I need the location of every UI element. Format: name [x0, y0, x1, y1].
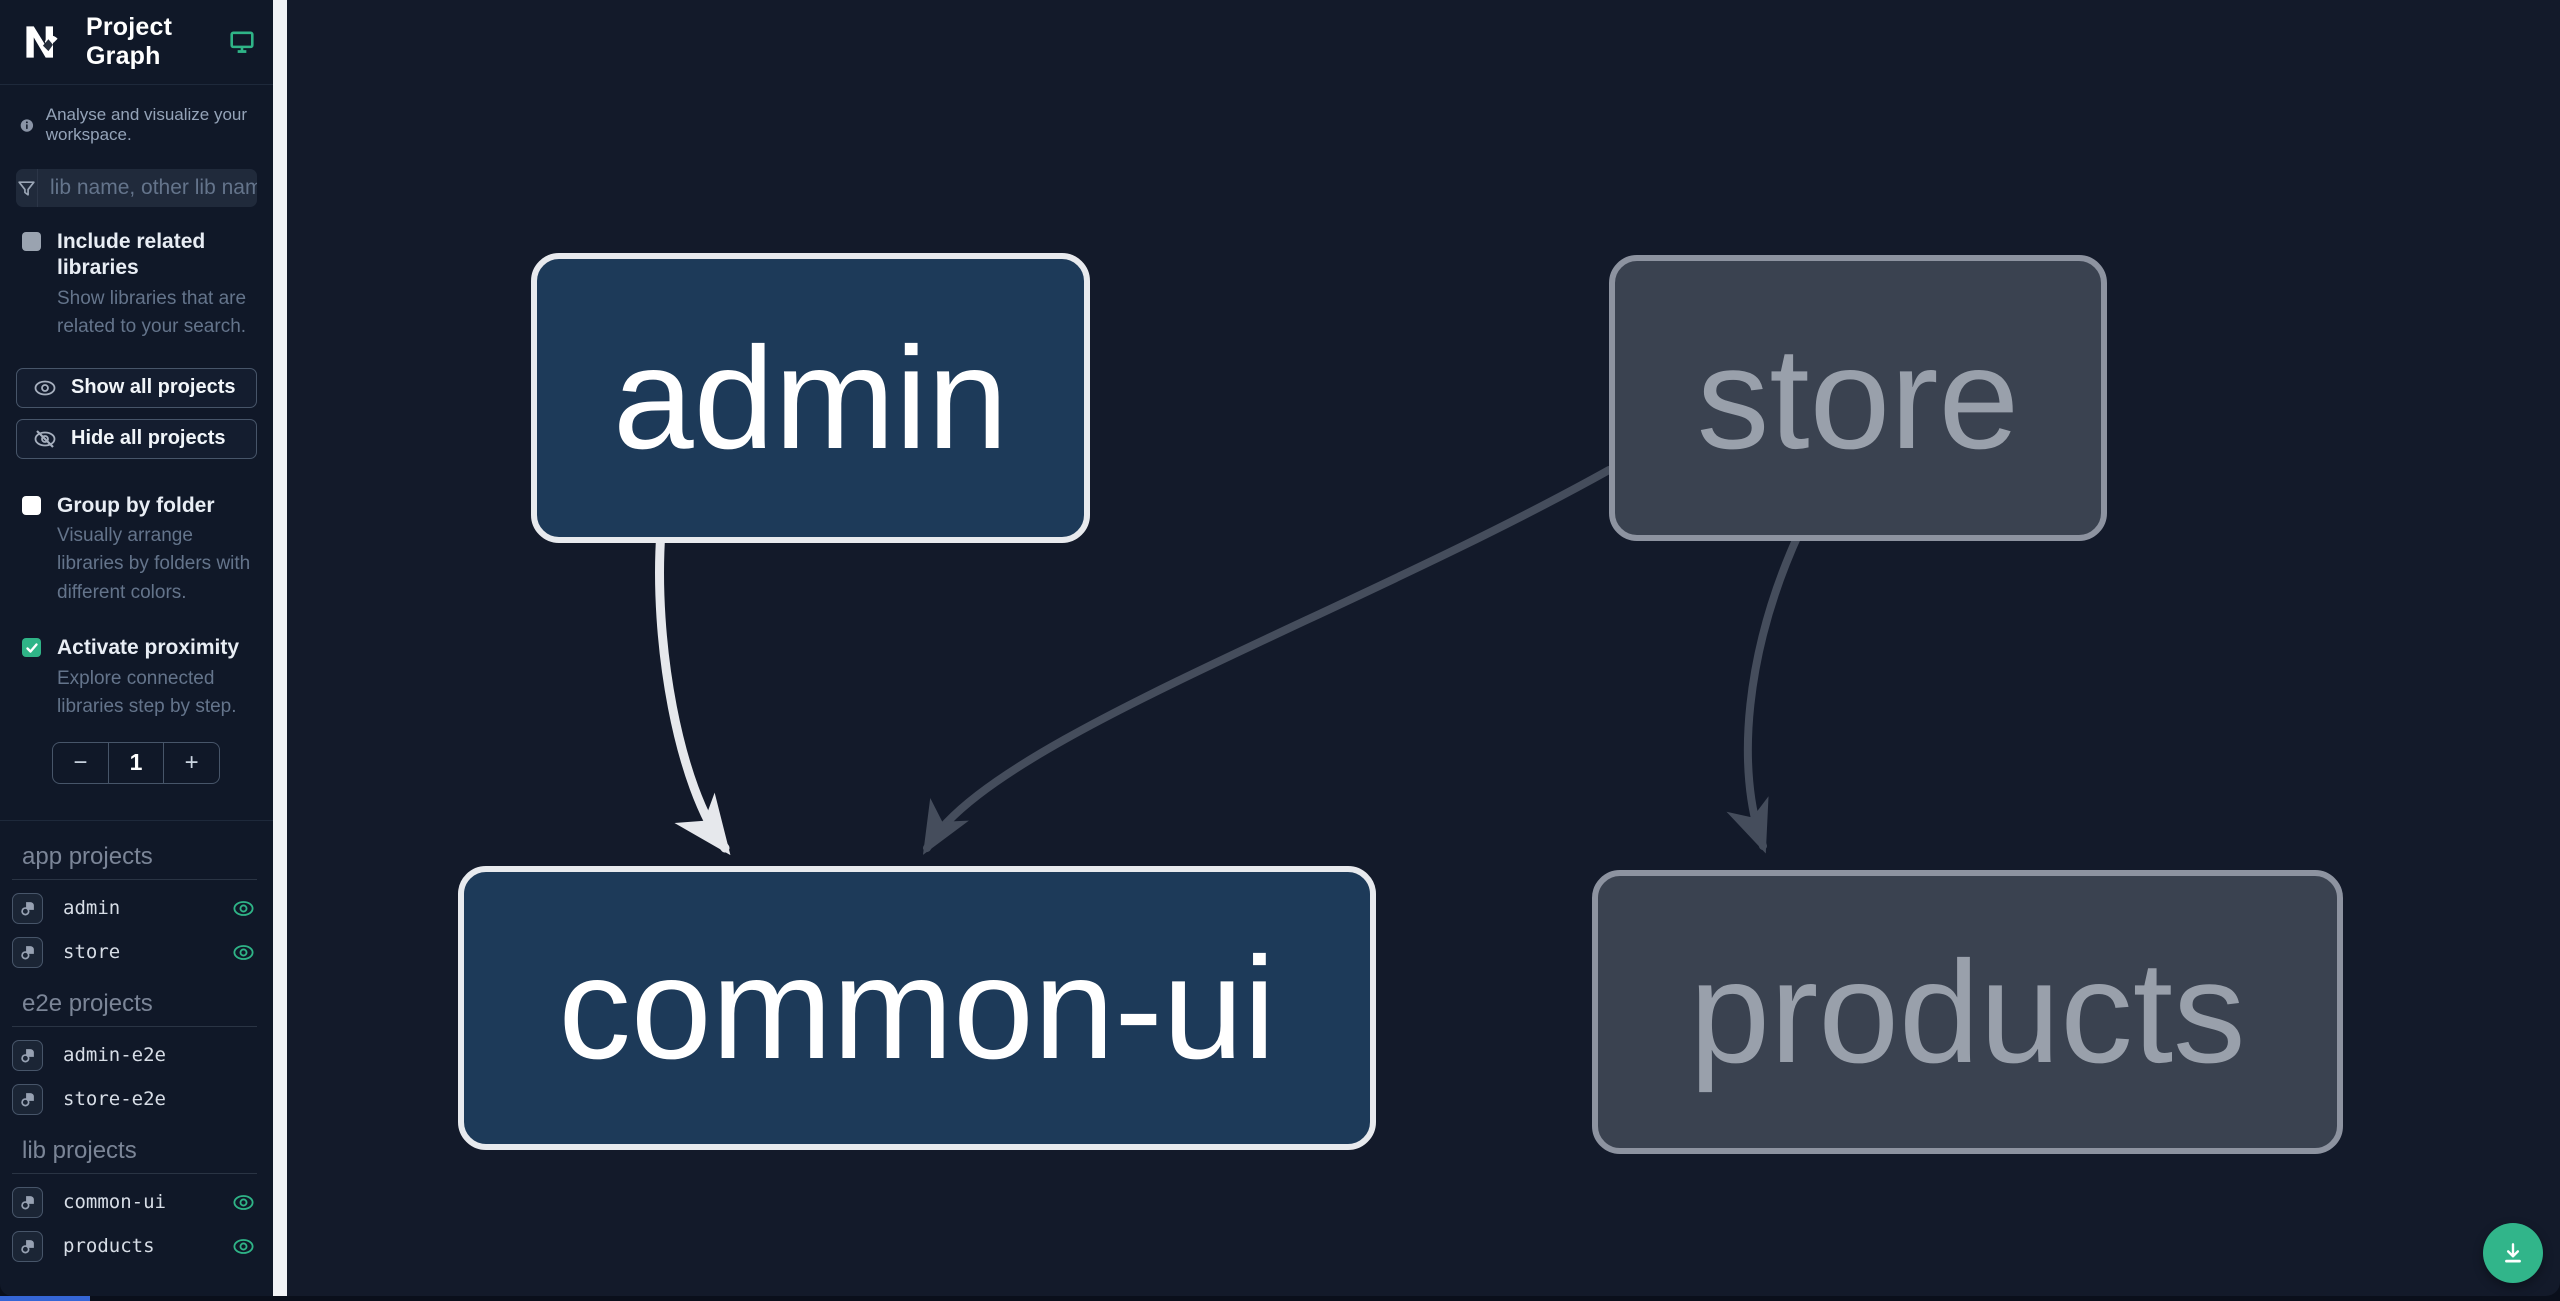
checkbox-checked[interactable] [22, 638, 41, 658]
focus-icon [21, 901, 34, 915]
project-name: products [63, 1235, 155, 1257]
graph-canvas[interactable]: admin store common-ui products [287, 0, 2560, 1296]
project-name: admin [63, 897, 121, 919]
checkbox-group-by-folder[interactable]: Group by folder Visually arrange librari… [0, 493, 273, 608]
section-title: app projects [12, 821, 257, 880]
dependency-edges [655, 466, 1804, 856]
project-row-store-e2e: store-e2e [12, 1083, 257, 1115]
edge-store-to-common-ui[interactable] [922, 466, 1613, 855]
section-app-projects: app projects admin [0, 821, 273, 968]
eye-icon [33, 376, 57, 400]
node-label: store [1696, 316, 2020, 479]
focus-icon [21, 1195, 34, 1209]
focus-icon [21, 945, 34, 959]
monitor-icon [230, 31, 254, 53]
graph-node-admin[interactable]: admin [531, 253, 1090, 543]
checkbox-label: Include related libraries [57, 230, 206, 280]
edge-store-to-products[interactable] [1726, 527, 1804, 854]
sidebar-divider [0, 819, 273, 821]
horizontal-scrollbar-thumb[interactable] [0, 1296, 90, 1301]
tagline-text: Analyse and visualize your workspace. [45, 105, 248, 144]
project-name: common-ui [63, 1191, 166, 1213]
theme-toggle-button[interactable] [229, 29, 255, 55]
node-label: admin [613, 316, 1008, 479]
graph-node-products[interactable]: products [1592, 870, 2343, 1154]
focus-icon [21, 1092, 34, 1106]
section-lib-projects: lib projects common-ui [0, 1115, 273, 1262]
focus-project-button[interactable] [12, 1230, 43, 1262]
checkbox-label: Activate proximity [57, 636, 240, 660]
checkbox-unchecked[interactable] [22, 232, 41, 251]
toggle-visibility-eye-icon[interactable] [232, 897, 255, 920]
proximity-value: 1 [107, 742, 165, 783]
project-name: store-e2e [63, 1088, 166, 1110]
focus-project-button[interactable] [12, 1083, 43, 1115]
sidebar: Project Graph Analyse and visualize your… [0, 0, 273, 1296]
proximity-decrement-button[interactable]: − [73, 748, 88, 776]
download-icon [2505, 1243, 2521, 1263]
nx-logo [26, 26, 58, 58]
node-label: products [1689, 930, 2246, 1093]
focus-project-button[interactable] [12, 1186, 43, 1218]
checkbox-include-related[interactable]: Include related libraries Show libraries… [0, 229, 273, 342]
node-label: common-ui [558, 926, 1276, 1089]
edge-admin-to-common-ui[interactable] [655, 526, 731, 856]
project-row-admin: admin [12, 892, 257, 924]
project-name: store [63, 941, 121, 963]
focus-project-button[interactable] [12, 1039, 43, 1071]
checkbox-label: Group by folder [57, 493, 215, 517]
focus-icon [21, 1239, 34, 1253]
hide-all-projects-button[interactable]: Hide all projects [16, 418, 257, 459]
checkbox-description: Visually arrange libraries by folders wi… [57, 524, 251, 603]
show-all-projects-button[interactable]: Show all projects [16, 367, 257, 408]
page-title: Project Graph [86, 13, 173, 70]
toggle-visibility-eye-icon[interactable] [232, 941, 255, 964]
filter-box [16, 169, 257, 207]
checkbox-unchecked[interactable] [22, 495, 41, 515]
project-name: admin-e2e [63, 1044, 166, 1066]
sidebar-canvas-separator [273, 0, 287, 1296]
workspace-tagline: Analyse and visualize your workspace. [0, 85, 273, 145]
graph-node-common-ui[interactable]: common-ui [458, 866, 1376, 1150]
proximity-stepper: − 1 + [52, 741, 220, 784]
project-row-products: products [12, 1230, 257, 1262]
graph-node-store[interactable]: store [1609, 255, 2107, 541]
download-graph-button[interactable] [2483, 1223, 2543, 1283]
sidebar-header: Project Graph [0, 0, 273, 85]
toggle-visibility-eye-icon[interactable] [232, 1191, 255, 1214]
project-row-admin-e2e: admin-e2e [12, 1039, 257, 1071]
section-e2e-projects: e2e projects admin-e2e store- [0, 968, 273, 1115]
toggle-visibility-eye-icon[interactable] [232, 1235, 255, 1258]
checkbox-description: Show libraries that are related to your … [57, 287, 247, 338]
funnel-icon [16, 169, 38, 207]
info-icon [20, 118, 34, 132]
checkbox-description: Explore connected libraries step by step… [57, 667, 237, 718]
check-icon [25, 643, 38, 653]
show-all-projects-label: Show all projects [71, 376, 236, 398]
project-row-common-ui: common-ui [12, 1186, 257, 1218]
focus-icon [21, 1048, 34, 1062]
focus-project-button[interactable] [12, 936, 43, 968]
filter-input[interactable] [38, 169, 257, 207]
hide-all-projects-label: Hide all projects [71, 427, 226, 449]
section-title: e2e projects [12, 968, 257, 1027]
horizontal-scrollbar[interactable] [0, 1296, 2560, 1301]
section-title: lib projects [12, 1115, 257, 1174]
project-row-store: store [12, 936, 257, 968]
checkbox-activate-proximity[interactable]: Activate proximity Explore connected lib… [0, 635, 273, 721]
proximity-increment-button[interactable]: + [184, 748, 199, 776]
focus-project-button[interactable] [12, 892, 43, 924]
eye-off-icon [33, 427, 57, 451]
